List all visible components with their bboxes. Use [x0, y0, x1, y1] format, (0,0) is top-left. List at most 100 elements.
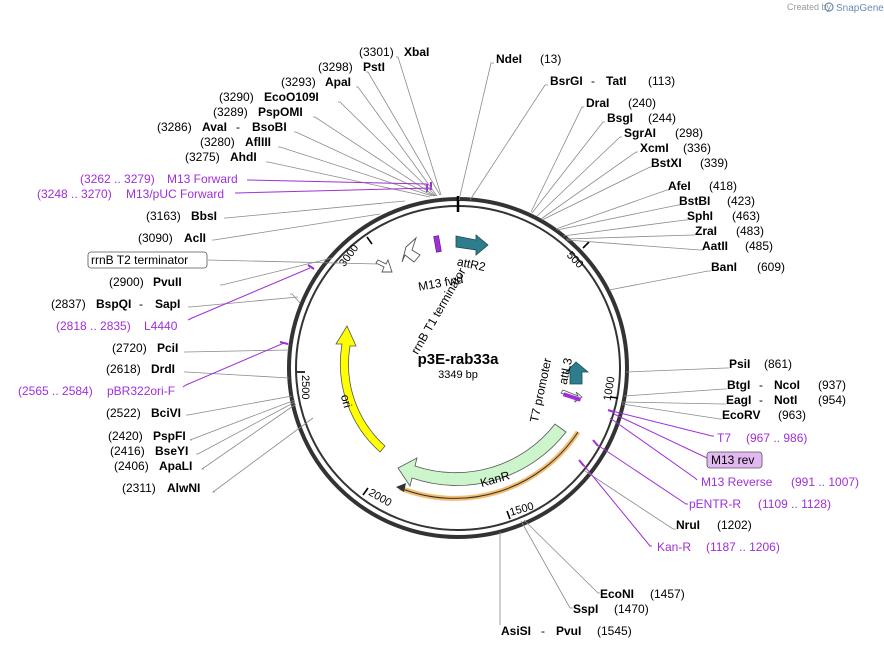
primer-label-pbr322ori-f[interactable]: (2565 .. 2584) pBR322ori-F — [18, 384, 175, 398]
svg-text:PstI: PstI — [363, 60, 385, 74]
svg-text:(861): (861) — [764, 357, 792, 371]
svg-text:(1545): (1545) — [597, 624, 632, 638]
svg-text:(2420): (2420) — [108, 429, 143, 443]
svg-text:(3293): (3293) — [281, 75, 316, 89]
svg-text:EcoO109I: EcoO109I — [264, 90, 319, 104]
m13-fwd-feature — [433, 235, 442, 253]
svg-text:(2837): (2837) — [51, 297, 86, 311]
kanr-highlight-arrowhead — [396, 483, 406, 492]
enzyme-label-sspi[interactable]: SspI (1470) — [573, 602, 649, 616]
enzyme-label-aatii[interactable]: AatII (485) — [702, 239, 773, 253]
tick-2000: 2000 — [362, 487, 394, 509]
svg-text:(1187 .. 1206): (1187 .. 1206) — [706, 540, 780, 554]
primer-label-kan-r[interactable]: Kan-R (1187 .. 1206) — [657, 540, 780, 554]
svg-text:(13): (13) — [540, 52, 561, 66]
svg-text:(3248 .. 3270): (3248 .. 3270) — [37, 187, 112, 201]
svg-text:AsiSI: AsiSI — [501, 624, 531, 638]
enzyme-label-bspqi-sapi[interactable]: (2837) BspQI - SapI — [51, 297, 180, 311]
enzyme-label-psti[interactable]: (3298) PstI — [318, 60, 385, 74]
svg-text:PspOMI: PspOMI — [258, 105, 303, 119]
enzyme-label-bcivi[interactable]: (2522) BciVI — [106, 406, 181, 420]
enzyme-label-bseyi[interactable]: (2416) BseYI — [110, 444, 188, 458]
enzyme-label-econi[interactable]: EcoNI (1457) — [600, 587, 685, 601]
kanr-feature — [397, 423, 567, 487]
svg-text:-: - — [591, 74, 595, 88]
enzyme-label-bani[interactable]: BanI (609) — [711, 260, 785, 274]
enzyme-label-pvuii[interactable]: (2900) PvuII — [109, 275, 182, 289]
enzyme-label-apali[interactable]: (2406) ApaLI — [114, 459, 192, 473]
tick-1000: 1000 — [602, 376, 619, 402]
enzyme-label-bstbi[interactable]: BstBI (423) — [679, 194, 755, 208]
enzyme-label-bbsi[interactable]: (3163) BbsI — [146, 209, 217, 223]
enzyme-label-pspomi[interactable]: (3289) PspOMI — [213, 105, 303, 119]
svg-text:pBR322ori-F: pBR322ori-F — [107, 384, 175, 398]
primer-label-m13-reverse[interactable]: M13 Reverse (991 .. 1007) — [701, 475, 859, 489]
enzyme-label-acli[interactable]: (3090) AclI — [138, 231, 206, 245]
leaders-left — [184, 56, 442, 493]
enzyme-label-btgi-ncoi[interactable]: BtgI - NcoI (937) — [727, 378, 846, 392]
enzyme-label-bsgi[interactable]: BsgI (244) — [607, 111, 676, 125]
m13-rev-label[interactable]: M13 rev — [706, 451, 763, 469]
svg-text:(483): (483) — [736, 224, 764, 238]
enzyme-label-ndei[interactable]: NdeI (13) — [496, 52, 561, 66]
svg-text:PciI: PciI — [157, 341, 178, 355]
svg-text:M13 rev: M13 rev — [711, 453, 754, 467]
svg-text:(991 .. 1007): (991 .. 1007) — [791, 475, 859, 489]
svg-text:(3290): (3290) — [219, 90, 254, 104]
enzyme-label-asisi-pvui[interactable]: AsiSI - PvuI (1545) — [501, 624, 632, 638]
enzyme-label-ahdi[interactable]: (3275) AhdI — [185, 150, 257, 164]
enzyme-label-pcii[interactable]: (2720) PciI — [112, 341, 178, 355]
enzyme-label-drdi[interactable]: (2618) DrdI — [106, 362, 175, 376]
enzyme-label-sphi[interactable]: SphI (463) — [687, 209, 760, 223]
svg-text:EcoNI: EcoNI — [600, 587, 634, 601]
svg-text:BtgI: BtgI — [727, 378, 750, 392]
svg-text:(3262 .. 3279): (3262 .. 3279) — [80, 172, 155, 186]
rrnb-t2-leader — [207, 259, 379, 265]
svg-text:AclI: AclI — [184, 231, 206, 245]
svg-text:(2522): (2522) — [106, 406, 141, 420]
svg-text:EcoRV: EcoRV — [722, 408, 760, 422]
primer-label-m13puc-forward[interactable]: (3248 .. 3270) M13/pUC Forward — [37, 187, 224, 201]
primer-label-t7[interactable]: T7 (967 .. 986) — [717, 431, 807, 445]
svg-text:PvuI: PvuI — [556, 624, 581, 638]
primer-label-m13-forward[interactable]: (3262 .. 3279) M13 Forward — [80, 172, 238, 186]
enzyme-label-ecoo109i[interactable]: (3290) EcoO109I — [219, 90, 319, 104]
attr2-label: attR2 — [456, 254, 487, 274]
primer-label-l4440[interactable]: (2818 .. 2835) L4440 — [56, 319, 178, 333]
enzyme-label-ecorv[interactable]: EcoRV (963) — [722, 408, 806, 422]
svg-text:(3280): (3280) — [200, 135, 235, 149]
svg-text:2500: 2500 — [299, 375, 311, 399]
plasmid-length: 3349 bp — [438, 369, 478, 381]
enzyme-label-xcmi[interactable]: XcmI (336) — [640, 141, 711, 155]
enzyme-label-apai[interactable]: (3293) ApaI — [281, 75, 351, 89]
svg-text:PvuII: PvuII — [153, 275, 182, 289]
enzyme-label-afliii[interactable]: (3280) AflIII — [200, 135, 271, 149]
enzyme-label-nrui[interactable]: NruI (1202) — [676, 518, 752, 532]
rrnb-t2-feature — [375, 258, 393, 273]
enzyme-label-afei[interactable]: AfeI (418) — [668, 179, 737, 193]
enzyme-label-alwni[interactable]: (2311) AlwNI — [122, 481, 200, 495]
enzyme-label-drai[interactable]: DraI (240) — [586, 96, 656, 110]
credit-prefix: Created by — [787, 2, 832, 12]
primer-label-pentr-r[interactable]: pENTR-R (1109 .. 1128) — [689, 497, 831, 511]
svg-text:BbsI: BbsI — [191, 209, 217, 223]
enzyme-label-xbai[interactable]: (3301) XbaI — [359, 45, 429, 59]
svg-text:(298): (298) — [675, 126, 703, 140]
enzyme-label-avai-bsobi[interactable]: (3286) AvaI - BsoBI — [157, 120, 287, 134]
svg-text:BseYI: BseYI — [155, 444, 188, 458]
rrnb-t2-terminator-label[interactable]: rrnB T2 terminator — [87, 251, 208, 269]
svg-text:(3090): (3090) — [138, 231, 173, 245]
enzyme-label-bsrgi-tati[interactable]: BsrGI - TatI (113) — [550, 74, 675, 88]
enzyme-label-eagi-noti[interactable]: EagI - NotI (954) — [726, 393, 846, 407]
rrnb-t1-feature — [401, 236, 421, 263]
svg-text:rrnB T2 terminator: rrnB T2 terminator — [91, 253, 188, 267]
svg-text:(418): (418) — [709, 179, 737, 193]
enzyme-label-pspfi[interactable]: (2420) PspFI — [108, 429, 186, 443]
enzyme-label-bstxi[interactable]: BstXI (339) — [651, 156, 728, 170]
enzyme-label-zrai[interactable]: ZraI (483) — [695, 224, 764, 238]
svg-text:(2900): (2900) — [109, 275, 144, 289]
enzyme-label-psii[interactable]: PsiI (861) — [729, 357, 792, 371]
enzyme-label-sgrai[interactable]: SgrAI (298) — [624, 126, 703, 140]
svg-text:M13 Reverse: M13 Reverse — [701, 475, 773, 489]
snapgene-logo-icon — [824, 2, 834, 12]
